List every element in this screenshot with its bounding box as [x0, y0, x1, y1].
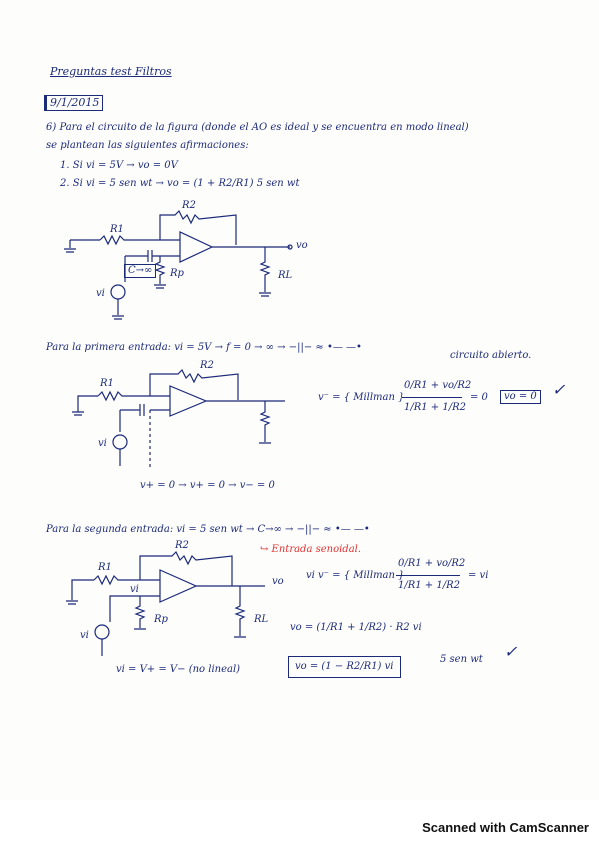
- date-box: 9/1/2015: [44, 95, 104, 111]
- section2-sine: 5 sen wt: [440, 654, 483, 665]
- label-rl: RL: [278, 270, 293, 281]
- section1-fraction-bar: [402, 397, 462, 398]
- label-vi: vi: [96, 288, 105, 299]
- statement-1: 1. Si vi = 5V → vo = 0V: [60, 160, 178, 171]
- section1-fraction-top: 0/R1 + vo/R2: [404, 380, 472, 391]
- section2-check: ✓: [504, 642, 518, 661]
- section1-check: ✓: [552, 380, 566, 399]
- statement-2: 2. Si vi = 5 sen wt → vo = (1 + R2/R1) 5…: [60, 178, 300, 189]
- section1-label-r1: R1: [100, 378, 114, 389]
- section2-equals-vi: = vi: [468, 570, 489, 581]
- section2-label-vo: vo: [272, 576, 284, 587]
- section2-boxed-equation: vo = (1 − R2/R1) vi: [288, 656, 401, 678]
- section2-node-equation: vi v⁻ = { Millman }: [306, 570, 405, 581]
- section2-label-vi-node: vi: [130, 584, 139, 595]
- section1-heading: Para la primera entrada: vi = 5V → f = 0…: [46, 342, 362, 353]
- page-title: Preguntas test Filtros: [50, 65, 172, 78]
- section2-fraction-bar: [396, 575, 460, 576]
- section2-label-rp: Rp: [154, 614, 168, 625]
- scanner-watermark: Scanned with CamScanner: [422, 820, 589, 835]
- section2-bottom-equation: vi = V+ = V− (no lineal): [116, 664, 241, 675]
- section2-label-r1: R1: [98, 562, 112, 573]
- section1-fraction-bottom: 1/R1 + 1/R2: [404, 402, 466, 413]
- question-intro-line2: se plantean las siguientes afirmaciones:: [46, 140, 249, 151]
- label-capacitor: C→∞: [124, 264, 157, 278]
- circuit-1-schematic: [64, 209, 293, 320]
- section2-heading: Para la segunda entrada: vi = 5 sen wt →…: [46, 524, 370, 535]
- section1-result-box: vo = 0: [500, 390, 541, 404]
- scanned-page: Preguntas test Filtros 9/1/2015 6) Para …: [44, 65, 566, 678]
- label-vo: vo: [296, 240, 308, 251]
- section1-node-equation: v⁻ = { Millman }: [318, 392, 405, 403]
- section1-label-r2: R2: [200, 360, 214, 371]
- section1-bottom-equation: v+ = 0 → v+ = 0 → v− = 0: [140, 480, 275, 491]
- question-intro-line1: 6) Para el circuito de la figura (donde …: [46, 122, 469, 133]
- label-rp: Rp: [170, 268, 184, 279]
- section1-open-circuit: circuito abierto.: [450, 350, 532, 361]
- section1-result-eq: = 0: [470, 392, 488, 403]
- circuit-2-schematic: [72, 368, 285, 470]
- section2-label-rl: RL: [254, 614, 269, 625]
- section2-label-r2: R2: [175, 540, 189, 551]
- section2-note: ↪ Entrada senoidal.: [260, 544, 362, 555]
- section2-fraction-bottom: 1/R1 + 1/R2: [398, 580, 460, 591]
- section2-label-vi-source: vi: [80, 630, 89, 641]
- label-r2: R2: [182, 200, 196, 211]
- circuit-3-schematic: [66, 550, 265, 656]
- label-r1: R1: [110, 224, 124, 235]
- section1-label-vi: vi: [98, 438, 107, 449]
- section2-vo-equation: vo = (1/R1 + 1/R2) · R2 vi: [290, 622, 422, 633]
- section2-fraction-top: 0/R1 + vo/R2: [398, 558, 466, 569]
